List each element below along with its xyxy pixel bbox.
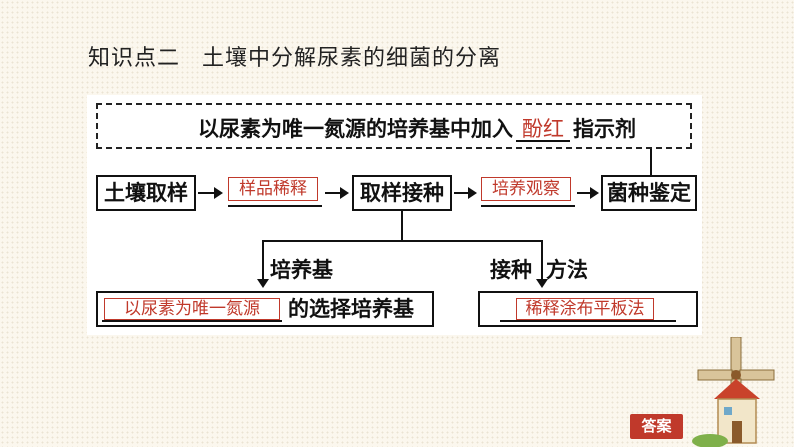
arrow-down-left xyxy=(257,240,269,288)
answer-spread-plate: 稀释涂布平板法 xyxy=(516,298,654,320)
answer-button[interactable]: 答案 xyxy=(630,414,683,439)
arrow-down-right xyxy=(536,240,548,288)
arrow-3 xyxy=(454,187,477,199)
node-identification: 菌种鉴定 xyxy=(601,175,697,211)
connector-indicator xyxy=(650,149,652,175)
label-method-prefix: 接种 xyxy=(490,258,532,282)
windmill-icon xyxy=(692,337,775,447)
windmill-window xyxy=(724,407,732,415)
answer-sample-dilution: 样品稀释 xyxy=(228,177,318,201)
windmill-roof xyxy=(714,379,760,399)
arrow-4 xyxy=(577,187,599,199)
branch-bar xyxy=(262,240,543,242)
node-soil-sampling: 土壤取样 xyxy=(96,175,196,211)
indicator-suffix: 指示剂 xyxy=(573,117,636,141)
indicator-blank: 酚红 xyxy=(516,118,570,143)
answer-sole-nitrogen: 以尿素为唯一氮源 xyxy=(104,298,280,320)
section-title: 土壤中分解尿素的细菌的分离 xyxy=(202,46,502,71)
section-number: 知识点二 xyxy=(88,46,181,71)
label-method-suffix: 方法 xyxy=(546,258,588,282)
indicator-prefix: 以尿素为唯一氮源的培养基中加入 xyxy=(198,117,513,141)
selective-medium-suffix: 的选择培养基 xyxy=(288,297,414,321)
indicator-box xyxy=(96,103,692,149)
blank-line-4 xyxy=(481,205,575,207)
label-medium: 培养基 xyxy=(270,258,333,282)
page-title: 知识点二土壤中分解尿素的细菌的分离 xyxy=(88,40,501,72)
answer-cultivation: 培养观察 xyxy=(481,177,571,201)
label-method: 接种方法 xyxy=(490,254,588,284)
blank-line-2 xyxy=(228,205,322,207)
arrow-2 xyxy=(325,187,349,199)
windmill-door xyxy=(732,421,742,443)
node-inoculation: 取样接种 xyxy=(352,175,452,211)
blank-line-left xyxy=(102,320,282,322)
arrow-1 xyxy=(198,187,223,199)
indicator-text: 以尿素为唯一氮源的培养基中加入酚红指示剂 xyxy=(198,113,636,143)
grass xyxy=(692,434,728,447)
blank-line-right xyxy=(500,320,676,322)
branch-trunk xyxy=(401,211,403,241)
